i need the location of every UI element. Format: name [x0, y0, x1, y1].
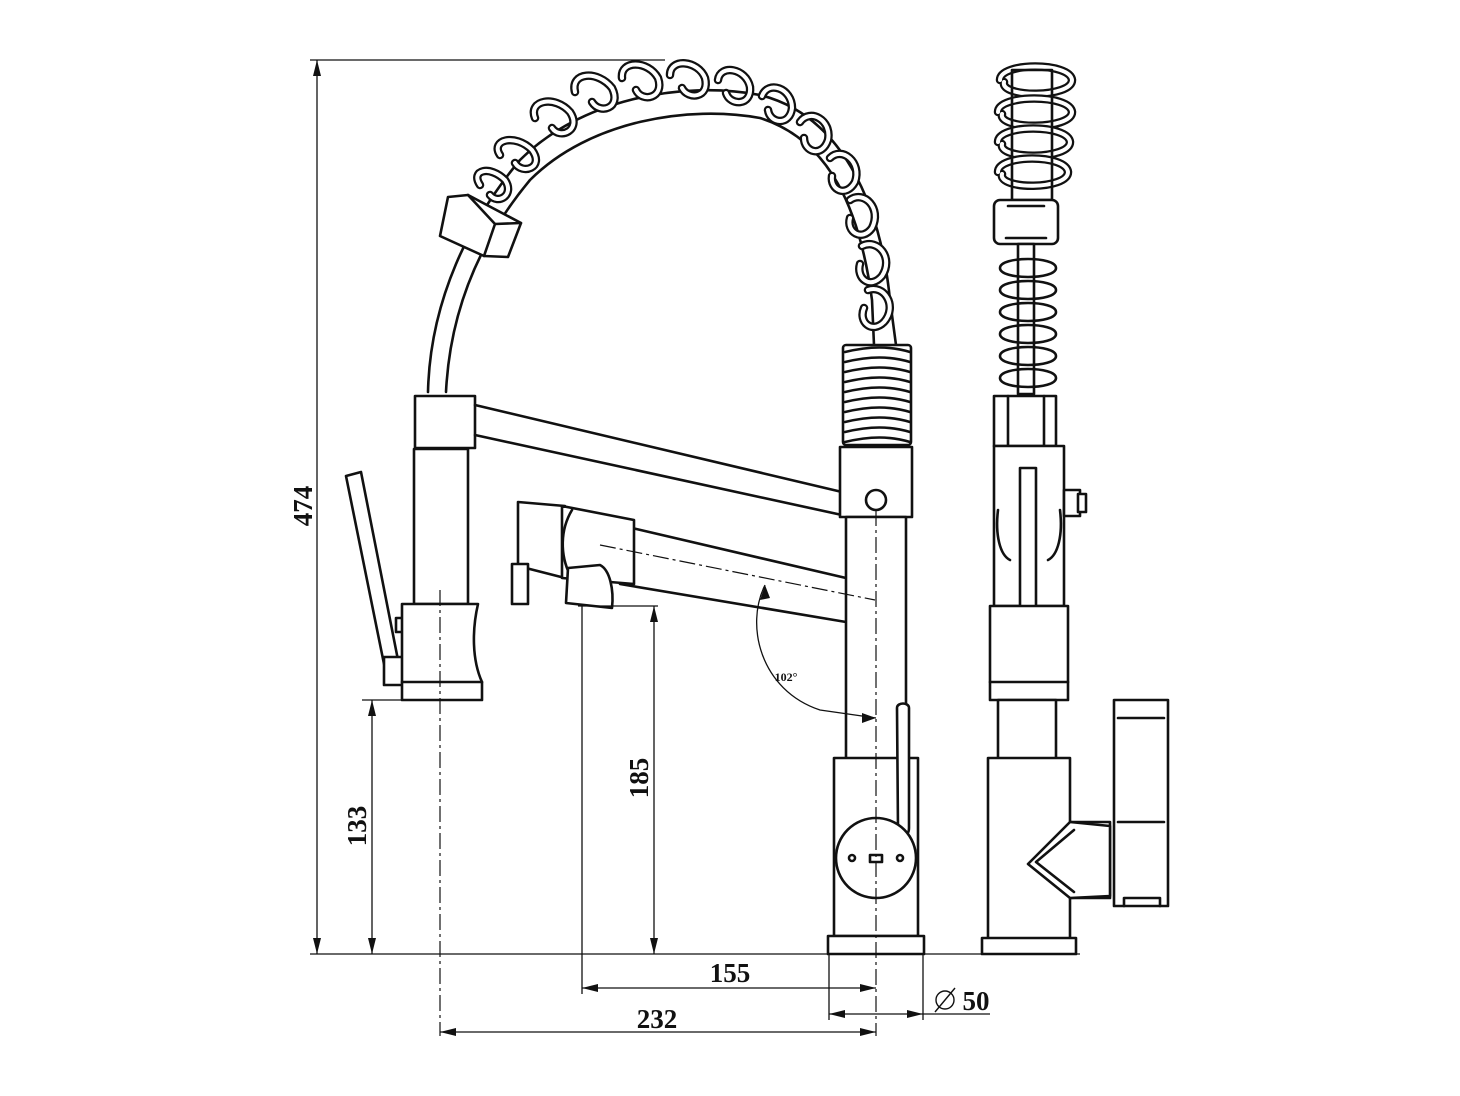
column-side [996, 698, 1058, 762]
support-arm [473, 403, 844, 494]
swivel-block [838, 445, 914, 519]
spray-nozzle [564, 563, 614, 610]
spray-ring [438, 193, 523, 259]
lever-handle [344, 470, 400, 666]
hose-holder-block [413, 394, 477, 450]
holder-block-side [992, 394, 1058, 448]
left-post [412, 447, 470, 606]
diameter-symbol [935, 990, 955, 1010]
dim-handle-reach: 232 [637, 1004, 678, 1034]
cartridge-body [400, 602, 484, 702]
dim-total-height: 474 [288, 486, 318, 527]
dim-spout-height: 185 [624, 758, 654, 799]
dim-outlet-height: 133 [342, 806, 372, 847]
centerline-spout [599, 544, 876, 601]
side-view [980, 62, 1170, 956]
spray-nozzle-left [510, 562, 530, 606]
spout-cone-side [1026, 820, 1112, 900]
base-plate-side [980, 936, 1078, 956]
spray-head-side [1112, 698, 1170, 908]
front-view [344, 59, 926, 1036]
spray-ring-face [493, 221, 523, 226]
spout-arm [618, 526, 859, 624]
dim-base-diameter: 50 [963, 986, 990, 1016]
coil-spring-front [473, 59, 894, 332]
spray-head-collar [560, 504, 636, 586]
dim-swivel-angle: 102° [775, 670, 798, 684]
dimension-lines [310, 59, 1080, 1036]
hose-stem-side [1016, 242, 1036, 396]
side-rod [895, 702, 911, 838]
coil-spring-side [993, 62, 1077, 190]
cartridge-side [988, 604, 1070, 702]
lower-coils-side [998, 257, 1058, 389]
angle-arc [756, 584, 877, 719]
dim-spout-reach: 155 [710, 958, 751, 988]
tight-spring-front [841, 343, 913, 447]
